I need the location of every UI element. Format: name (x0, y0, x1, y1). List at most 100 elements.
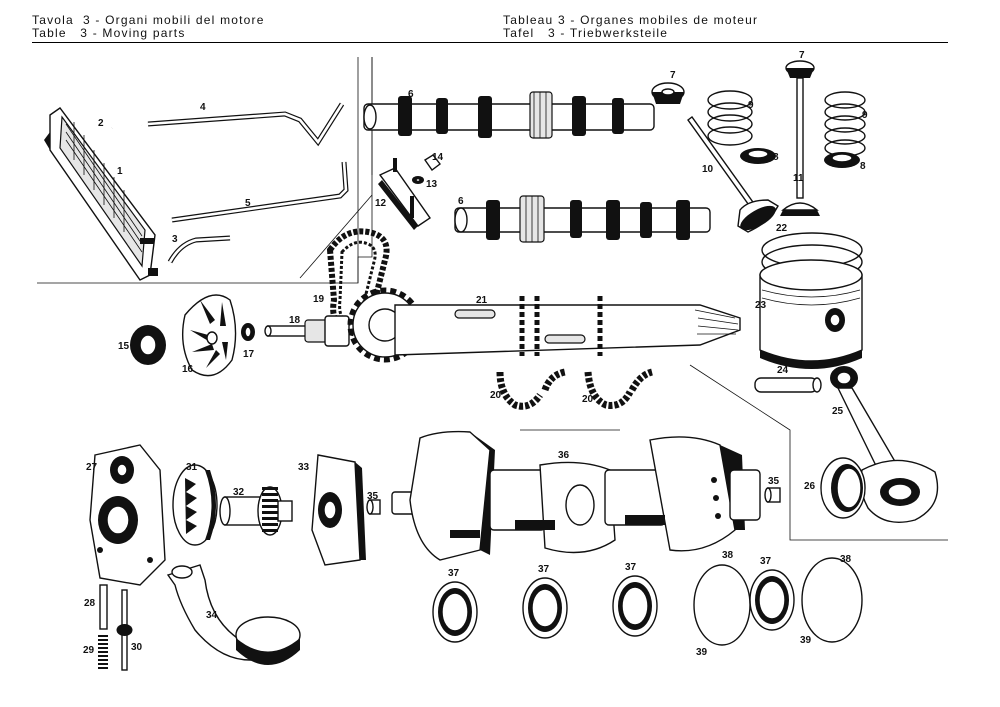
callout-19: 19 (313, 294, 325, 305)
pipe-part-5 (171, 161, 349, 223)
pipe-part-3 (167, 235, 231, 264)
callout-17: 17 (243, 349, 255, 360)
pin-part-28 (99, 584, 108, 630)
callout-37b: 37 (538, 564, 550, 575)
callout-6a: 6 (408, 89, 414, 100)
main-bearing-part-37-2 (522, 577, 568, 639)
callout-3: 3 (172, 234, 178, 245)
internal-gear-part-31 (172, 464, 218, 546)
callout-24: 24 (777, 365, 789, 376)
callout-11: 11 (793, 173, 804, 184)
callout-1: 1 (117, 166, 123, 177)
callout-6b: 6 (458, 196, 464, 207)
valve-spring-part-9-right (824, 91, 866, 157)
callout-5: 5 (245, 198, 251, 209)
callout-37c: 37 (625, 562, 637, 573)
callout-36: 36 (558, 450, 570, 461)
callout-39b: 39 (800, 635, 812, 646)
pipe-part-2 (111, 122, 143, 129)
callout-33: 33 (298, 462, 310, 473)
callout-4: 4 (200, 102, 206, 113)
callout-14: 14 (432, 152, 444, 163)
crankshaft-part-36 (391, 430, 761, 561)
radiator-part-1 (44, 107, 158, 281)
callout-38b: 38 (840, 554, 852, 565)
nut-part-15 (130, 325, 166, 365)
plug-part-35-left (366, 499, 381, 515)
callout-10: 10 (702, 164, 714, 175)
callout-25: 25 (832, 406, 844, 417)
cover-plate-part-33 (311, 454, 366, 566)
piston-part-23 (759, 259, 863, 369)
callout-16: 16 (182, 364, 194, 375)
washer-part-17 (241, 323, 255, 341)
shaft-part-18 (264, 315, 350, 347)
chain-part-20-left (496, 368, 566, 410)
valve-part-11 (780, 77, 820, 216)
callout-2: 2 (98, 118, 104, 129)
chain-part-20-right (584, 368, 654, 409)
callout-29: 29 (83, 645, 95, 656)
callout-7a: 7 (670, 70, 676, 81)
callout-31: 31 (186, 462, 198, 473)
oil-pickup-part-34 (166, 564, 301, 665)
valve-plunger-part-30 (116, 589, 133, 671)
callout-32: 32 (233, 487, 245, 498)
valve-part-10 (687, 116, 779, 233)
piston-pin-part-24 (754, 377, 822, 393)
callout-18: 18 (289, 315, 301, 326)
header-italian: Tavola 3 - Organi mobili del motore (32, 13, 265, 27)
callout-21: 21 (476, 295, 488, 306)
callout-7b: 7 (799, 50, 805, 61)
callout-39a: 39 (696, 647, 708, 658)
main-bearing-part-37-4 (749, 569, 795, 631)
spring-seat-part-8-right (824, 152, 860, 168)
camshaft-upper-part-6 (363, 91, 655, 139)
callout-15: 15 (118, 341, 130, 352)
bearing-shell-part-26 (820, 457, 866, 519)
callout-30: 30 (131, 642, 143, 653)
callout-labels: 1 2 3 4 5 6 6 7 7 8 8 9 9 10 11 12 13 14… (83, 50, 868, 658)
callout-26: 26 (804, 481, 816, 492)
callout-34: 34 (206, 610, 218, 621)
callout-35b: 35 (768, 476, 780, 487)
valve-spring-part-9-left (707, 90, 753, 146)
plug-part-35-right (764, 487, 781, 503)
intermediate-shaft-part-21 (347, 287, 741, 363)
callout-35a: 35 (367, 491, 379, 502)
callout-37d: 37 (760, 556, 772, 567)
main-bearing-part-37-3 (612, 575, 658, 637)
spring-seat-part-8-left (740, 148, 776, 164)
valve-cap-part-7-left (651, 82, 685, 104)
impeller-part-16 (182, 294, 237, 377)
callout-27: 27 (86, 462, 98, 473)
valve-cap-part-7-right (785, 60, 815, 78)
header-french: Tableau 3 - Organes mobiles de moteur (503, 13, 759, 27)
callout-28: 28 (84, 598, 96, 609)
main-bearing-part-37-1 (432, 581, 478, 643)
callout-9a: 9 (748, 100, 754, 111)
housing-part-27 (89, 444, 166, 586)
header-german: Tafel 3 - Triebwerksteile (503, 26, 669, 40)
tensioner-part-12 (378, 158, 431, 230)
header-english: Table 3 - Moving parts (32, 26, 186, 40)
header-rule (32, 42, 948, 43)
washer-part-13 (412, 176, 424, 184)
nut-part-14 (424, 154, 441, 171)
callout-12: 12 (375, 198, 387, 209)
callout-9b: 9 (862, 110, 868, 121)
callout-22: 22 (776, 223, 788, 234)
callout-13: 13 (426, 179, 438, 190)
callout-38a: 38 (722, 550, 734, 561)
callout-8b: 8 (860, 161, 866, 172)
callout-20a: 20 (490, 390, 502, 401)
callout-8a: 8 (773, 152, 779, 163)
callout-23: 23 (755, 300, 767, 311)
pipe-part-4 (147, 102, 345, 147)
thrust-washer-part-38-left (693, 564, 751, 646)
callout-37a: 37 (448, 568, 460, 579)
camshaft-lower-part-6 (454, 195, 711, 243)
callout-20b: 20 (582, 394, 594, 405)
pinion-gear-part-32 (219, 486, 293, 536)
